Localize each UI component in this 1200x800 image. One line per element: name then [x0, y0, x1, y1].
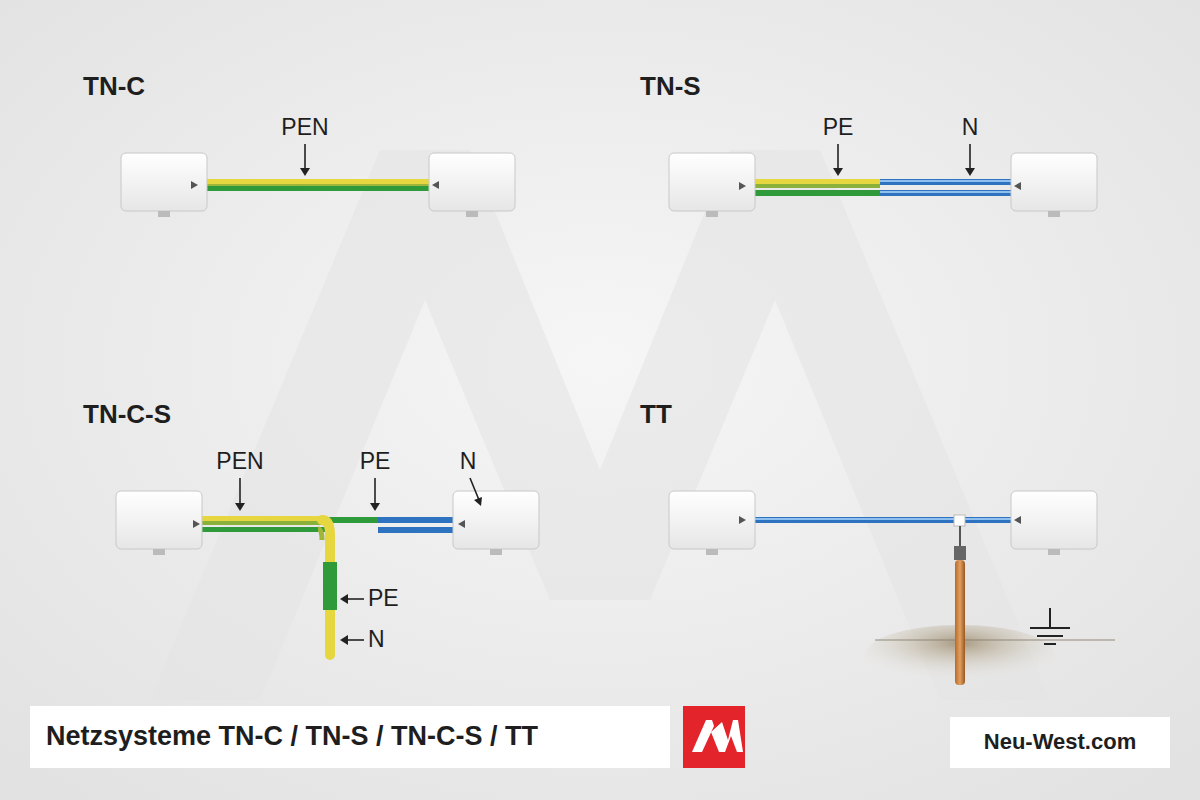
- conductor-label: PE: [823, 115, 854, 140]
- conductor-label: N: [460, 449, 477, 474]
- conductor-label: PEN: [216, 449, 263, 474]
- conductor-label: PE: [368, 586, 399, 611]
- panel-heading: TN-C-S: [83, 400, 171, 429]
- site-banner: [950, 717, 1170, 768]
- panel-heading: TN-S: [640, 72, 701, 101]
- panel-heading: TN-C: [83, 72, 145, 101]
- conductor-label: N: [368, 627, 385, 652]
- tn-c-s-panel: [116, 478, 539, 655]
- panel-heading: TT: [640, 400, 672, 429]
- title: Netzsysteme TN-C / TN-S / TN-C-S / TT: [46, 722, 538, 752]
- title-banner: [30, 706, 670, 768]
- tt-panel: [669, 491, 1115, 685]
- watermark: [150, 150, 1050, 700]
- conductor-label: PE: [360, 449, 391, 474]
- tn-s-panel: [669, 144, 1097, 217]
- website-label: Neu-West.com: [984, 730, 1136, 754]
- conductor-label: N: [962, 115, 979, 140]
- tn-c-panel: [121, 144, 515, 217]
- conductor-label: PEN: [281, 115, 328, 140]
- logo: [683, 706, 745, 768]
